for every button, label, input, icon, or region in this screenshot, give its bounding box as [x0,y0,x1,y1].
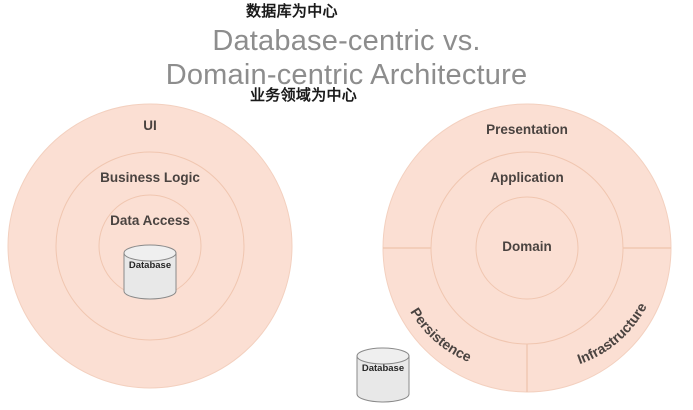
cylinder-label: Database [362,363,404,374]
page-title: Database-centric vs. Domain-centric Arch… [0,24,693,92]
cylinder-top [356,347,410,365]
chinese-annotation-domain-centric: 业务领域为中心 [250,86,358,104]
left-label-data-access: Data Access [110,213,190,228]
right-ring-inner-domain [475,196,579,300]
left-label-business-logic: Business Logic [100,170,200,185]
right-label-application: Application [490,170,564,185]
cylinder-label: Database [129,260,171,271]
cylinder-body [356,355,410,403]
page-title-line-2: Domain-centric Architecture [165,59,528,92]
chinese-annotation-database-centric: 数据库为中心 [246,2,338,20]
left-database-cylinder: Database [123,244,177,300]
right-label-domain: Domain [502,239,552,254]
cylinder-body [123,252,177,300]
right-label-presentation: Presentation [486,122,568,137]
cylinder-top [123,244,177,262]
left-label-ui: UI [143,118,157,133]
right-circle-group: Presentation Application Domain Persiste… [382,103,672,393]
bottom-database-cylinder: Database [356,347,410,403]
page-title-line-1: Database-centric vs. [212,25,481,57]
left-circle-group: UI Business Logic Data Access Database [7,103,293,389]
